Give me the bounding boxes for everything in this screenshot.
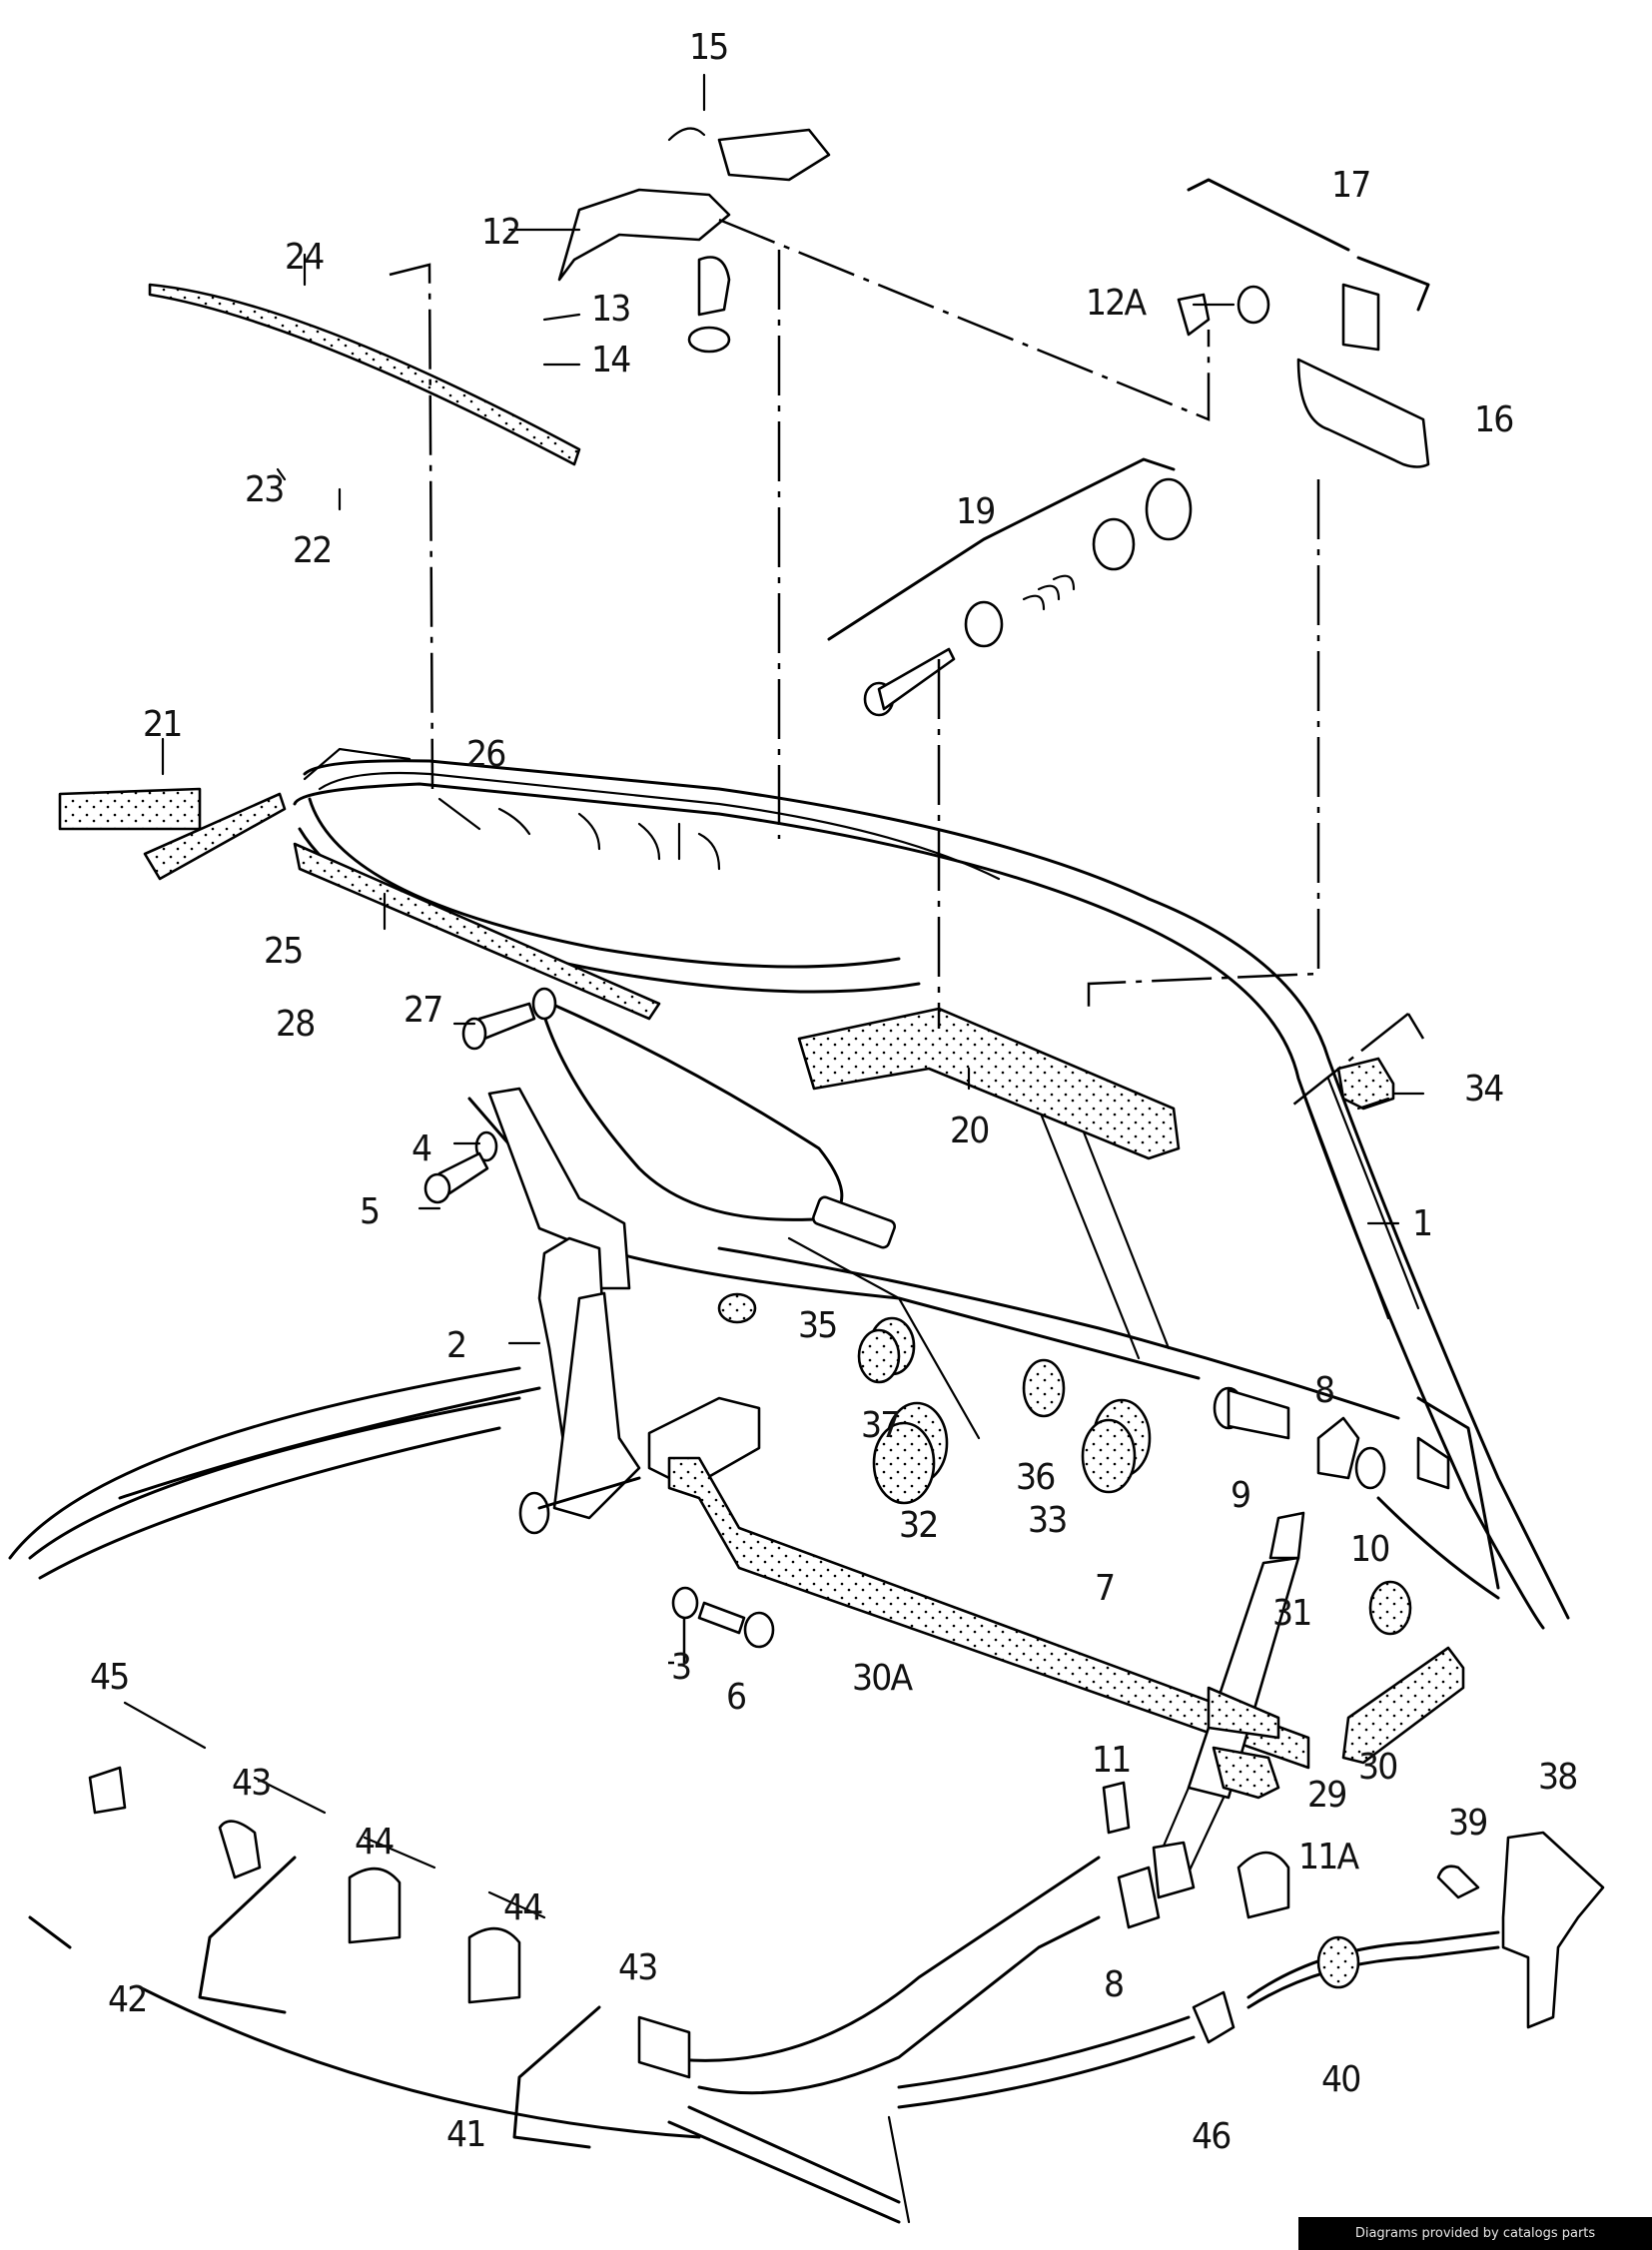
seal-30A (667, 1456, 1310, 1770)
callout-23: 23 (245, 469, 285, 510)
callout-46: 46 (1192, 2116, 1232, 2157)
callout-25: 25 (264, 931, 304, 972)
credit-banner: Diagrams provided by catalogs parts (1298, 2217, 1652, 2250)
callout-13: 13 (591, 289, 631, 330)
callout-15: 15 (689, 27, 729, 68)
callout-9: 9 (1231, 1475, 1251, 1516)
callout-12A: 12A (1086, 283, 1147, 324)
callout-44-right: 44 (503, 1887, 543, 1928)
upper-right-parts (827, 178, 1430, 717)
callout-24: 24 (285, 237, 325, 278)
seal-20 (797, 1007, 1181, 1160)
callout-35: 35 (798, 1305, 838, 1346)
callout-26: 26 (466, 734, 506, 775)
callout-11A: 11A (1298, 1837, 1359, 1877)
callout-44-left: 44 (355, 1822, 395, 1863)
callout-14: 14 (591, 340, 631, 380)
callout-33: 33 (1028, 1500, 1068, 1541)
callout-43-upper: 43 (232, 1763, 272, 1804)
callout-37: 37 (861, 1405, 901, 1446)
callout-8-upper: 8 (1314, 1370, 1335, 1411)
callout-45: 45 (90, 1657, 130, 1698)
callout-40: 40 (1321, 2059, 1361, 2100)
callout-7: 7 (1095, 1568, 1116, 1609)
callout-6: 6 (726, 1677, 747, 1718)
window-seals (58, 283, 661, 1021)
callout-leaders (161, 73, 1425, 1345)
callout-30: 30 (1358, 1747, 1398, 1788)
rear-lid-panel (293, 759, 1570, 1630)
vehicle-body-outline (8, 1366, 1101, 2224)
callout-21: 21 (143, 704, 183, 745)
callout-31: 31 (1272, 1593, 1312, 1634)
callout-39: 39 (1448, 1803, 1488, 1844)
grommets (717, 1292, 1412, 1636)
callout-34: 34 (1464, 1069, 1504, 1110)
callout-42: 42 (108, 1979, 148, 2020)
callout-4: 4 (412, 1128, 432, 1169)
callout-12: 12 (481, 212, 521, 253)
callout-1: 1 (1412, 1203, 1433, 1244)
callout-5: 5 (360, 1191, 381, 1232)
leader-lines (389, 218, 1425, 1665)
strut-mounts (1102, 1386, 1386, 1929)
gas-strut (1152, 1511, 1305, 1899)
callout-29: 29 (1307, 1775, 1347, 1816)
callout-8-lower: 8 (1104, 1964, 1125, 2005)
callout-36: 36 (1016, 1457, 1056, 1498)
callout-41: 41 (446, 2114, 486, 2155)
callout-22: 22 (293, 530, 333, 571)
callout-28: 28 (276, 1004, 316, 1045)
callout-17: 17 (1331, 165, 1371, 206)
hinge-assembly (487, 1087, 761, 1535)
callout-3: 3 (671, 1647, 692, 1688)
callout-38: 38 (1538, 1757, 1578, 1798)
callout-43-lower: 43 (618, 1947, 658, 1988)
release-linkage (88, 1701, 691, 2149)
edge-seals (1207, 1057, 1465, 1800)
callout-16: 16 (1474, 399, 1514, 440)
callout-19: 19 (956, 491, 996, 532)
fasteners (423, 987, 775, 1649)
callout-10: 10 (1350, 1529, 1390, 1570)
callout-32: 32 (899, 1505, 939, 1546)
callout-30A: 30A (852, 1658, 913, 1699)
lock-and-cable (897, 1831, 1605, 2109)
callout-20: 20 (950, 1111, 990, 1151)
callout-2: 2 (446, 1325, 467, 1366)
callout-27: 27 (404, 990, 443, 1031)
striker-assembly (557, 127, 831, 354)
callout-11: 11 (1092, 1740, 1132, 1781)
